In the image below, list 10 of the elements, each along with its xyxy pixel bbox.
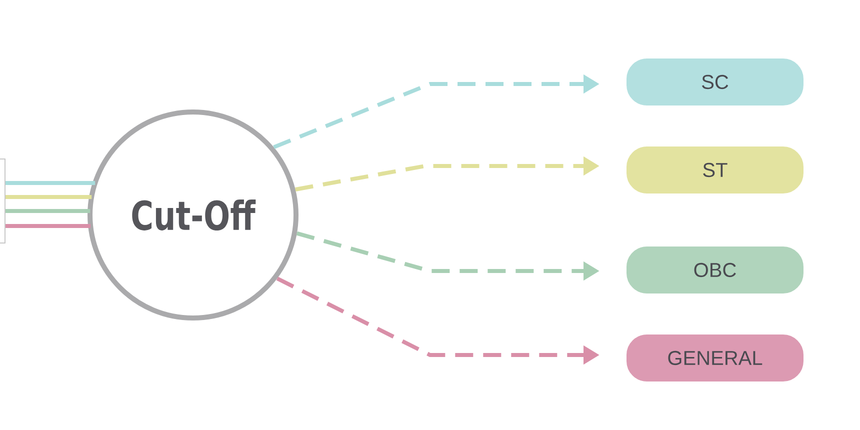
category-pill: GENERAL	[624, 332, 806, 384]
connector-line	[6, 195, 92, 199]
category-pill: ST	[624, 144, 806, 196]
connector-line	[6, 209, 90, 213]
connector-line	[6, 224, 91, 228]
connector-line	[6, 181, 96, 185]
box	[0, 158, 6, 244]
category-pill: OBC	[624, 244, 806, 296]
category-pill: SC	[624, 56, 806, 108]
circle-node: Cut-Off	[88, 110, 298, 320]
